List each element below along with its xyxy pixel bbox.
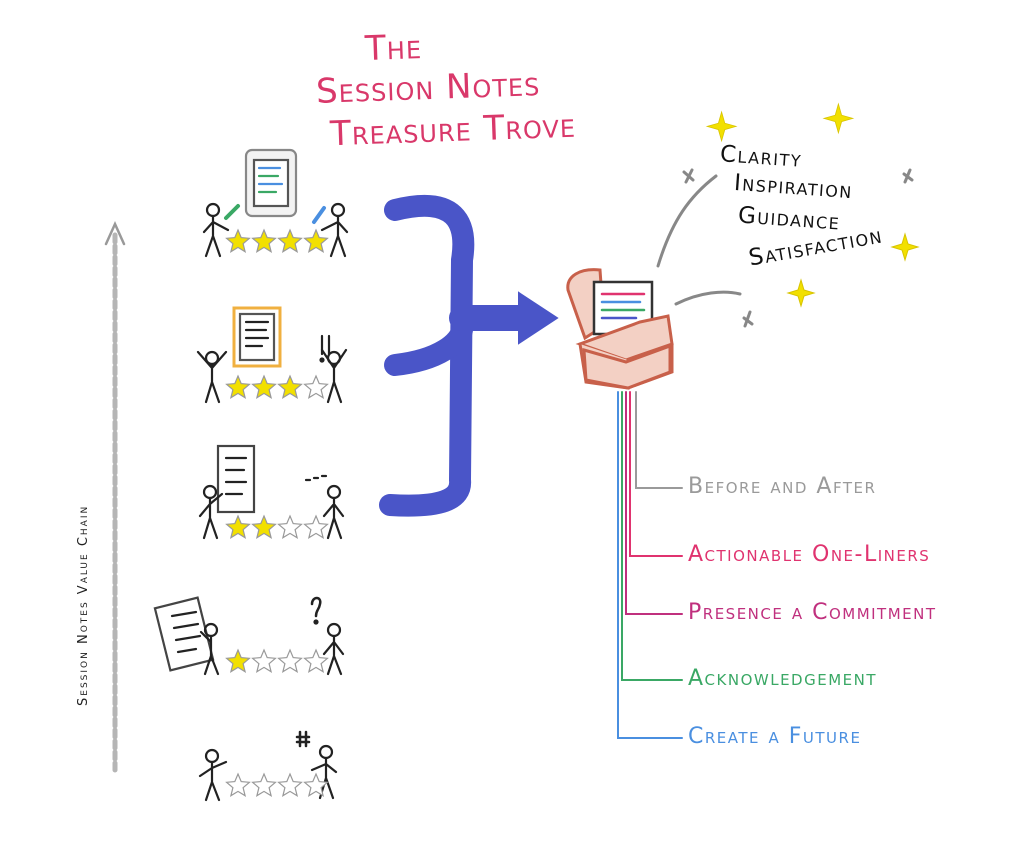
level-3-scene: [198, 444, 345, 540]
level-1-star-4-filled: [303, 228, 329, 253]
ingredient-before-after: Before and After: [688, 474, 877, 499]
treasure-chest: [566, 268, 674, 390]
merge-arrow: [379, 194, 559, 517]
level-5-star-1-empty: [225, 772, 251, 797]
value-chain-arrow: [104, 220, 126, 773]
level-1-scene: [202, 148, 349, 258]
level-1-star-1-filled: [225, 228, 251, 253]
level-5-star-2-empty: [251, 772, 277, 797]
level-4-star-3-empty: [277, 648, 303, 673]
ingredient-create-future: Create a Future: [688, 724, 862, 749]
benefit-rays: [656, 168, 914, 328]
level-4-scene: [153, 596, 345, 676]
level-3-star-1-filled: [225, 514, 251, 539]
level-4-star-2-empty: [251, 648, 277, 673]
level-4-star-4-empty: [303, 648, 329, 673]
ingredient-connectors: [617, 391, 683, 739]
level-2-scene: [196, 306, 348, 404]
level-2-star-4-empty: [303, 374, 329, 399]
level-5-star-3-empty: [277, 772, 303, 797]
level-1-star-3-filled: [277, 228, 303, 253]
level-5-scene: [198, 730, 338, 802]
level-1-star-2-filled: [251, 228, 277, 253]
sparkles: [705, 102, 920, 308]
ingredient-actionable-one-liners: Actionable One-Liners: [688, 542, 931, 567]
level-2-star-1-filled: [225, 374, 251, 399]
level-2-star-2-filled: [251, 374, 277, 399]
level-3-star-2-filled: [251, 514, 277, 539]
level-3-star-3-empty: [277, 514, 303, 539]
level-3-star-4-empty: [303, 514, 329, 539]
ingredient-presence-commitment: Presence a Commitment: [688, 600, 937, 625]
level-5-star-4-empty: [303, 772, 329, 797]
star-ratings: [225, 228, 329, 797]
ingredient-acknowledgement: Acknowledgement: [688, 666, 878, 691]
level-2-star-3-filled: [277, 374, 303, 399]
level-4-star-1-filled: [225, 648, 251, 673]
